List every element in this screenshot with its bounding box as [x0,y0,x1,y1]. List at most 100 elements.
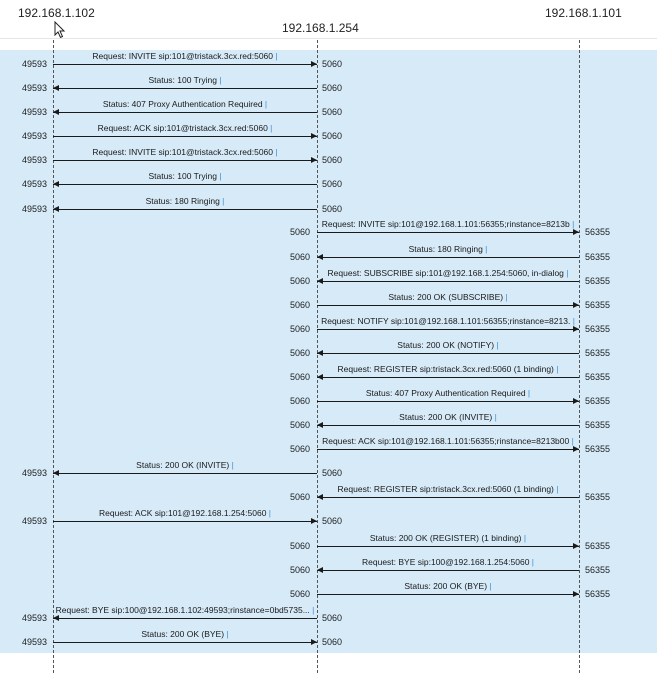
port-label: 56355 [585,444,611,454]
header-separator [0,38,657,39]
message-row[interactable]: Request: BYE sip:100@192.168.1.254:5060 … [0,557,657,576]
port-label: 49593 [22,83,48,93]
port-label: 5060 [290,324,311,334]
arrowhead-icon [311,518,317,524]
message-row[interactable]: Request: INVITE sip:101@tristack.3cx.red… [0,147,657,166]
arrowhead-icon [573,326,579,332]
message-arrow [53,160,317,161]
message-arrow [317,377,579,378]
message-arrow [53,64,317,65]
message-label: Status: 200 OK (NOTIFY) | [397,340,499,350]
selection-marker: | [482,244,488,254]
message-row[interactable]: Request: ACK sip:101@192.168.1.254:5060 … [0,508,657,527]
message-label: Request: REGISTER sip:tristack.3cx.red:5… [337,484,559,494]
arrowhead-icon [317,422,323,428]
message-label: Request: ACK sip:101@tristack.3cx.red:50… [97,123,273,133]
message-row[interactable]: Request: NOTIFY sip:101@192.168.1.101:56… [0,316,657,335]
port-label: 5060 [290,276,311,286]
message-arrow [53,618,317,619]
host-label-192-168-1-102[interactable]: 192.168.1.102 [18,6,95,20]
message-row[interactable]: Request: ACK sip:101@192.168.1.101:56355… [0,436,657,455]
port-label: 49593 [22,107,48,117]
message-label: Request: NOTIFY sip:101@192.168.1.101:56… [321,316,575,326]
selection-marker: | [503,292,508,302]
selection-marker: | [266,508,271,518]
selection-marker: | [219,196,225,206]
message-row[interactable]: Request: REGISTER sip:tristack.3cx.red:5… [0,484,657,503]
arrowhead-icon [317,278,323,284]
message-row[interactable]: Request: INVITE sip:101@192.168.1.101:56… [0,219,657,238]
port-label: 56355 [585,420,611,430]
message-label: Request: ACK sip:101@192.168.1.101:56355… [322,436,574,446]
arrowhead-icon [573,591,579,597]
message-row[interactable]: Status: 407 Proxy Authentication Require… [0,388,657,407]
port-label: 49593 [22,131,48,141]
message-label: Request: ACK sip:101@192.168.1.254:5060 … [99,508,271,518]
port-label: 5060 [290,227,311,237]
host-label-192-168-1-101[interactable]: 192.168.1.101 [545,6,622,20]
message-label: Request: BYE sip:100@192.168.1.102:49593… [55,605,315,615]
port-label: 5060 [290,300,311,310]
port-label: 5060 [322,516,343,526]
selection-marker: | [309,605,315,615]
message-arrow [317,257,579,258]
selection-marker: | [262,99,268,109]
message-arrow [317,329,579,330]
message-row[interactable]: Status: 200 OK (REGISTER) (1 binding) |5… [0,533,657,552]
host-label-192-168-1-254[interactable]: 192.168.1.254 [282,21,359,35]
port-label: 5060 [322,107,343,117]
selection-marker: | [216,75,222,85]
port-label: 5060 [290,589,311,599]
selection-marker: | [487,581,492,591]
message-label: Request: REGISTER sip:tristack.3cx.red:5… [337,364,559,374]
message-row[interactable]: Request: ACK sip:101@tristack.3cx.red:50… [0,123,657,142]
message-arrow [53,112,317,113]
port-label: 56355 [585,227,611,237]
port-label: 49593 [22,155,48,165]
port-label: 56355 [585,492,611,502]
port-label: 5060 [290,541,311,551]
message-row[interactable]: Status: 100 Trying | 5060 49593 [0,75,657,94]
message-row[interactable]: Request: INVITE sip:101@tristack.3cx.red… [0,51,657,70]
port-label: 5060 [322,83,343,93]
port-label: 56355 [585,372,611,382]
message-label: Status: 407 Proxy Authentication Require… [102,99,268,109]
port-label: 56355 [585,541,611,551]
port-label: 5060 [290,492,311,502]
port-label: 56355 [585,252,611,262]
message-row[interactable]: Status: 407 Proxy Authentication Require… [0,99,657,118]
port-label: 5060 [322,637,343,647]
selection-marker: | [267,123,273,133]
arrowhead-icon [317,254,323,260]
port-label: 5060 [290,372,311,382]
message-arrow [53,136,317,137]
message-arrow [317,425,579,426]
arrowhead-icon [317,350,323,356]
selection-marker: | [563,268,569,278]
selection-marker: | [224,629,229,639]
message-arrow [317,305,579,306]
port-label: 5060 [322,179,343,189]
selection-marker: | [229,460,234,470]
message-row[interactable]: Request: BYE sip:100@192.168.1.102:49593… [0,605,657,624]
selection-marker: | [569,436,574,446]
message-arrow [317,449,579,450]
message-label: Request: SUBSCRIBE sip:101@192.168.1.254… [327,268,569,278]
message-arrow [317,232,579,233]
message-row[interactable]: Request: SUBSCRIBE sip:101@192.168.1.254… [0,268,657,287]
message-label: Status: 100 Trying | [148,75,222,85]
port-label: 5060 [322,155,343,165]
port-label: 56355 [585,324,611,334]
lifeline-host-1 [53,40,54,673]
message-row[interactable]: Request: REGISTER sip:tristack.3cx.red:5… [0,364,657,383]
arrowhead-icon [53,470,59,476]
